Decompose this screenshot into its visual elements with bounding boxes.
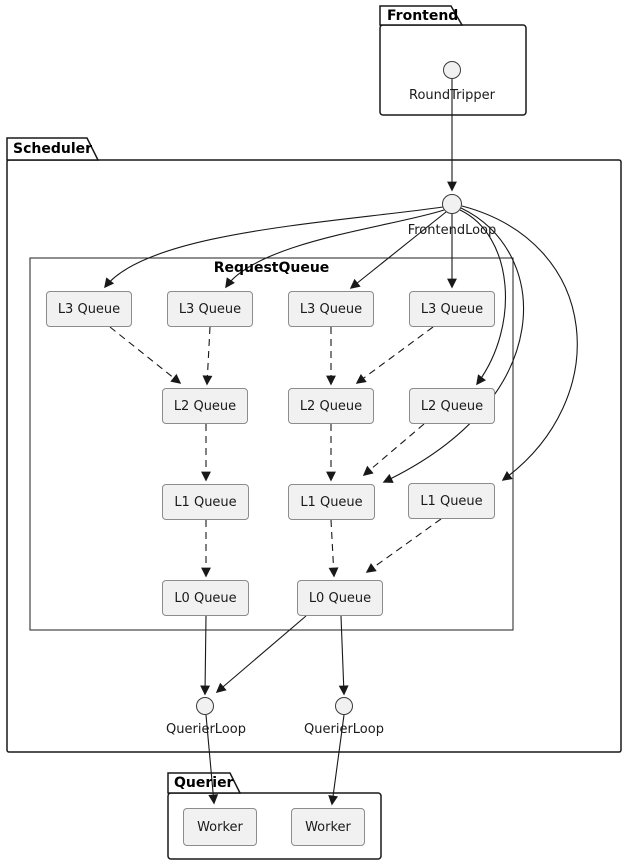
querierloop-circle-2 [335,697,353,715]
edge-l3-queue-2-l2-queue-1 [202,326,213,386]
edge-l3-queue-1-l2-queue-1 [109,326,182,384]
node-l3-queue-1: L3 Queue [46,291,132,327]
edge-l0-queue-1-querierloop-1 [200,615,211,696]
node-l2-queue-2: L2 Queue [288,388,374,424]
edge-frontendloop-l3-queue-1 [104,206,444,289]
edge-l3-queue-4-l2-queue-2 [355,326,434,384]
edge-frontendloop-l2-queue-3 [459,209,506,386]
package-scheduler-label: Scheduler [13,141,93,157]
querierloop-label-2: QuerierLoop [304,722,384,737]
node-l1-queue-1: L1 Queue [162,484,249,520]
roundtripper-circle [443,61,461,79]
frontendloop-circle [442,194,462,214]
node-l2-queue-3: L2 Queue [409,388,495,424]
edge-l0-queue-2-querierloop-2 [338,615,349,696]
package-frontend-label: Frontend [387,8,459,24]
edge-querierloop-2-worker-2 [328,714,345,806]
roundtripper-label: RoundTripper [409,88,495,103]
node-worker-2: Worker [291,808,365,846]
edge-frontendloop-l3-queue-2 [225,209,445,289]
node-l0-queue-2: L0 Queue [297,580,383,616]
frontendloop-label: FrontendLoop [407,223,497,238]
edge-frontendloop-l3-queue-3 [349,211,447,289]
edge-l1-queue-2-l0-queue-2 [328,519,339,578]
node-l3-queue-3: L3 Queue [288,291,374,327]
node-l1-queue-2: L1 Queue [288,484,375,520]
edge-querierloop-1-worker-1 [205,714,219,805]
querierloop-label-1: QuerierLoop [166,722,246,737]
edge-l2-queue-3-l1-queue-2 [362,423,425,476]
edge-frontendloop-l1-queue-3 [461,205,578,481]
querierloop-circle-1 [196,697,214,715]
request-queue-title: RequestQueue [213,260,330,276]
edge-frontendloop-l1-queue-2 [382,207,524,483]
node-l3-queue-2: L3 Queue [167,291,253,327]
node-l1-queue-3: L1 Queue [408,483,495,519]
edge-l1-queue-3-l0-queue-2 [365,518,442,573]
node-l3-queue-4: L3 Queue [409,291,495,327]
node-worker-1: Worker [183,808,257,846]
edge-l0-queue-2-querierloop-1 [215,615,307,693]
package-querier-label: Querier [174,775,234,791]
node-l2-queue-1: L2 Queue [162,388,248,424]
node-l0-queue-1: L0 Queue [162,580,249,616]
